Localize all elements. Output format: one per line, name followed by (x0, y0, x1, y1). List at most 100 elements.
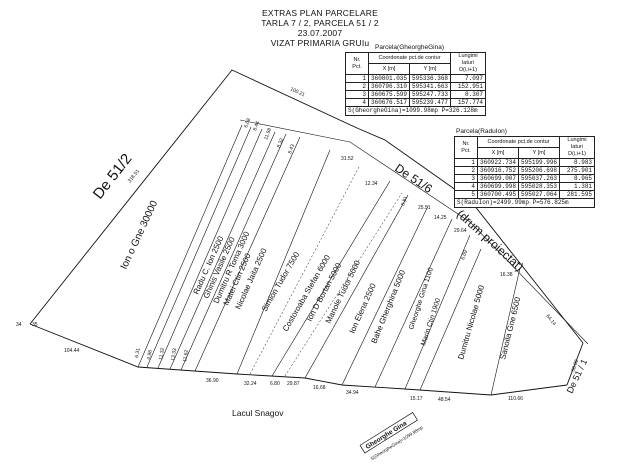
dim-label: 15.17 (410, 396, 423, 402)
dim-label: 29.64 (454, 228, 467, 234)
header-title: EXTRAS PLAN PARCELARE (262, 8, 378, 18)
dimension-labels: 100.21 318.51 104.44 6.08 8.44 11.98 8.3… (16, 86, 580, 403)
stamp: Gheorghe Gina S(GheorgheGina)=1099.98mp (359, 411, 424, 461)
col-nr: Nr. Pct. (345, 52, 369, 75)
dim-label: 36.90 (206, 378, 219, 384)
cell: 4 (454, 182, 478, 191)
cell: 595027.064 (518, 190, 561, 199)
plan-header: EXTRAS PLAN PARCELARE TARLA 7 / 2, PARCE… (200, 8, 440, 48)
coords-table-1: Parcela(GheorgheGina) Nr. Pct. Coordonat… (345, 44, 487, 116)
dim-label: 318.51 (127, 168, 141, 184)
cell: 595336.368 (409, 74, 452, 83)
dim-label: 29.87 (287, 381, 300, 387)
table-row: 2 360916.752 595206.698 275.901 (454, 166, 596, 175)
dim-label: 31.52 (341, 156, 354, 162)
table-row: 1 360801.035 595336.368 7.097 (345, 74, 487, 83)
table-row: 2 360796.310 595341.663 152.951 (345, 82, 487, 91)
cell: 275.901 (559, 166, 596, 175)
cell: 360796.310 (367, 82, 411, 91)
dim-label: 38.80 (570, 359, 580, 373)
header-tarla: TARLA 7 / 2, PARCELA 51 / 2 (261, 18, 379, 28)
col-y: Y [m] (409, 63, 452, 75)
dim-label: 8.44 (252, 120, 261, 131)
cell: 360699.998 (476, 182, 520, 191)
cell: 152.951 (450, 82, 487, 91)
table-row: 4 360676.517 595239.477 157.774 (345, 98, 487, 107)
cell: 360699.007 (476, 174, 520, 183)
cell: 8.965 (559, 174, 596, 183)
col-nr: Nr. Pct. (454, 136, 478, 159)
cell: 360675.599 (367, 90, 411, 99)
table-1-footer: S(GheorgheGina)=1099.98mp P=326.128m (345, 107, 487, 116)
cell: 360922.734 (476, 158, 520, 167)
dashed-lines (249, 164, 403, 377)
col-y: Y [m] (518, 147, 561, 159)
owner-labels: Radu C. Ion 2500 Ghinis Vasile 2500 Dumi… (192, 230, 523, 361)
cell: 595247.733 (409, 90, 452, 99)
lake-label: Lacul Snagov (232, 408, 284, 418)
dim-label: 14.25 (434, 215, 447, 221)
col-x: X [m] (367, 63, 411, 75)
col-len: Lungimi laturi D(i,i+1) (559, 136, 596, 159)
boundary-north-west (29, 69, 358, 325)
cell: 157.774 (450, 98, 487, 107)
cell: 595239.477 (409, 98, 452, 107)
dim-label: 34 (16, 322, 22, 328)
dim-label: 104.44 (64, 348, 80, 354)
table-1-caption: Parcela(GheorgheGina) (375, 44, 445, 51)
cell: 595199.996 (518, 158, 561, 167)
cell: 3 (345, 90, 369, 99)
road-left-label: De 51/2 (90, 151, 136, 203)
cell: 1 (454, 158, 478, 167)
dim-label: 4.98 (146, 350, 154, 361)
table-row: 3 360675.599 595247.733 8.307 (345, 90, 487, 99)
dim-label: 25.51 (418, 205, 431, 211)
dim-label: 100.21 (289, 86, 306, 98)
header-approval: VIZAT PRIMARIA GRUIu (270, 38, 370, 48)
cell: 595341.663 (409, 82, 452, 91)
cell: 360801.035 (367, 74, 411, 83)
cell: 8.983 (559, 158, 596, 167)
cell: 360916.752 (476, 166, 520, 175)
dim-label: 64.14 (544, 313, 557, 327)
coords-table-2: Parcela(RaduIon) Nr. Pct. Coordonate pct… (454, 128, 596, 208)
table-row: 1 360922.734 595199.996 8.983 (454, 158, 596, 167)
dim-label: 8.32 (276, 137, 285, 148)
dim-label: 12.34 (365, 181, 378, 187)
dim-label: 48.54 (438, 397, 451, 403)
dim-label: 11.62 (182, 349, 190, 362)
table-row: 4 360699.998 595028.353 1.381 (454, 182, 596, 191)
division-lines (137, 124, 521, 396)
big-parcel-label: Ion o Gne 30000 (119, 199, 161, 272)
dim-label: 6.09 (460, 249, 469, 260)
dim-label: 8.43 (287, 143, 296, 154)
cell: 3 (454, 174, 478, 183)
table-row: 5 360700.495 595027.064 281.595 (454, 190, 596, 199)
road-inner-line (239, 119, 589, 345)
dim-label: 16.38 (500, 272, 513, 278)
cell: 595206.698 (518, 166, 561, 175)
dim-label: 16.68 (313, 385, 326, 391)
boundary-road-right (356, 127, 584, 344)
cell: 2 (454, 166, 478, 175)
col-x: X [m] (476, 147, 520, 159)
cell: 8.307 (450, 90, 487, 99)
dim-label: 110.66 (508, 396, 523, 402)
boundary-south (29, 323, 568, 396)
col-len: Lungimi laturi D(i,i+1) (450, 52, 487, 75)
dim-label: 32.24 (244, 381, 257, 387)
cell: 1 (345, 74, 369, 83)
cell: 4 (345, 98, 369, 107)
dim-label: 6.80 (270, 381, 280, 387)
cell: 595037.263 (518, 174, 561, 183)
col-coord: Coordonate pct.de contur (476, 136, 561, 148)
cell: 281.595 (559, 190, 596, 199)
dim-label: 35 (32, 322, 38, 328)
cell: 5 (454, 190, 478, 199)
boundary-east (566, 342, 584, 386)
dim-label: 11.32 (158, 347, 166, 360)
dim-label: 34.94 (346, 390, 359, 396)
cell: 360676.517 (367, 98, 411, 107)
cell: 360700.495 (476, 190, 520, 199)
cell: 1.381 (559, 182, 596, 191)
